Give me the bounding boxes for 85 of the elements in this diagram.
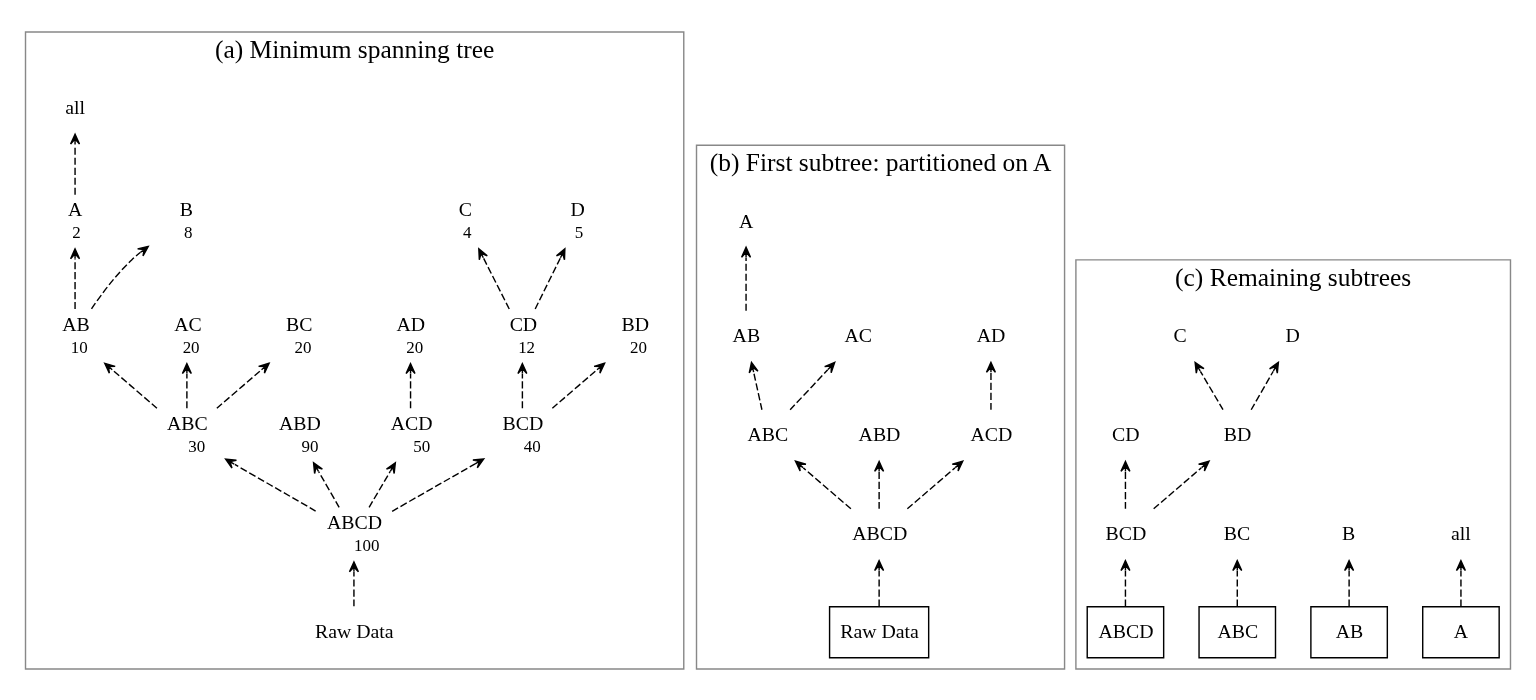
node-text: all <box>65 95 85 118</box>
node-text: Raw Data <box>315 619 394 642</box>
arrow <box>224 457 317 512</box>
node-label: 100 <box>353 535 380 555</box>
node-label: 20 <box>182 337 200 357</box>
arrow <box>69 247 81 310</box>
node-text: ACD <box>970 422 1013 445</box>
arrow <box>312 461 340 508</box>
arrow <box>1194 361 1224 410</box>
arrow <box>1152 459 1210 510</box>
node-label: 20 <box>406 337 424 357</box>
node-text: BD <box>1223 422 1252 445</box>
node-text: B <box>1342 521 1356 544</box>
node-label: 30 <box>188 436 206 456</box>
arrow <box>794 459 852 510</box>
node-text: CD <box>1111 422 1140 445</box>
node-text: AB <box>62 312 90 335</box>
arrow <box>1455 559 1467 607</box>
arrow <box>985 361 997 410</box>
node-label: 20 <box>629 337 647 357</box>
node-label: 4 <box>462 222 472 242</box>
node-text: all <box>1451 521 1471 544</box>
node-text: CD <box>509 312 538 335</box>
node-label: 40 <box>523 436 541 456</box>
node-text: BCD <box>502 411 544 434</box>
arrow <box>69 132 81 195</box>
node-box: A <box>1422 605 1500 658</box>
arrow <box>348 560 360 607</box>
node-label: 5 <box>574 222 584 242</box>
node-text: AD <box>396 312 425 335</box>
node-text: ABCD <box>327 510 383 533</box>
node-label: 50 <box>413 436 431 456</box>
node-text: A <box>738 209 754 232</box>
node-text: BC <box>285 312 313 335</box>
node-box: ABCD <box>1086 605 1165 658</box>
node-label: 90 <box>301 436 319 456</box>
node-label: 8 <box>184 222 193 242</box>
arrow <box>90 245 149 310</box>
node-text: ACD <box>390 411 433 434</box>
arrow <box>1120 460 1131 510</box>
node-label: 20 <box>294 337 312 357</box>
arrow <box>1232 559 1243 607</box>
arrow <box>1250 361 1280 410</box>
node-text: AD <box>976 323 1006 346</box>
node-label: 2 <box>72 222 81 242</box>
node-text: BD <box>621 312 649 335</box>
node-text: AB <box>732 323 761 346</box>
arrow <box>873 460 885 510</box>
arrow <box>789 361 836 410</box>
node-text: ABD <box>278 411 321 434</box>
arrow <box>748 361 763 410</box>
arrow <box>181 362 193 409</box>
node-text: A <box>67 197 83 220</box>
node-text: ABCD <box>852 521 908 544</box>
node-box: ABC <box>1198 605 1277 658</box>
node-box: Raw Data <box>828 605 930 658</box>
node-label: 12 <box>518 337 536 357</box>
arrow <box>534 247 566 310</box>
arrow <box>517 362 528 409</box>
arrow <box>1120 559 1131 607</box>
node-text: ABC <box>167 411 208 434</box>
node-text: AC <box>844 323 872 346</box>
arrow <box>478 247 510 310</box>
arrow <box>873 559 885 607</box>
node-text: B <box>179 197 194 220</box>
node-box: AB <box>1310 605 1389 658</box>
arrow <box>368 461 397 508</box>
arrow <box>104 362 158 409</box>
arrow <box>216 362 270 409</box>
arrow <box>391 457 485 512</box>
arrow <box>906 459 964 510</box>
arrow <box>740 246 752 311</box>
node-text: BC <box>1223 521 1251 544</box>
node-text: ABD <box>858 422 901 445</box>
arrow <box>405 362 416 409</box>
arrow <box>1343 559 1355 607</box>
node-text: AC <box>174 312 202 335</box>
node-text: C <box>458 197 472 220</box>
node-text: ABC <box>747 422 789 445</box>
node-text: C <box>1173 323 1187 346</box>
arrow <box>551 362 606 409</box>
node-text: BCD <box>1105 521 1147 544</box>
node-text: D <box>570 197 585 220</box>
node-text: D <box>1285 323 1300 346</box>
node-label: 10 <box>70 337 88 357</box>
